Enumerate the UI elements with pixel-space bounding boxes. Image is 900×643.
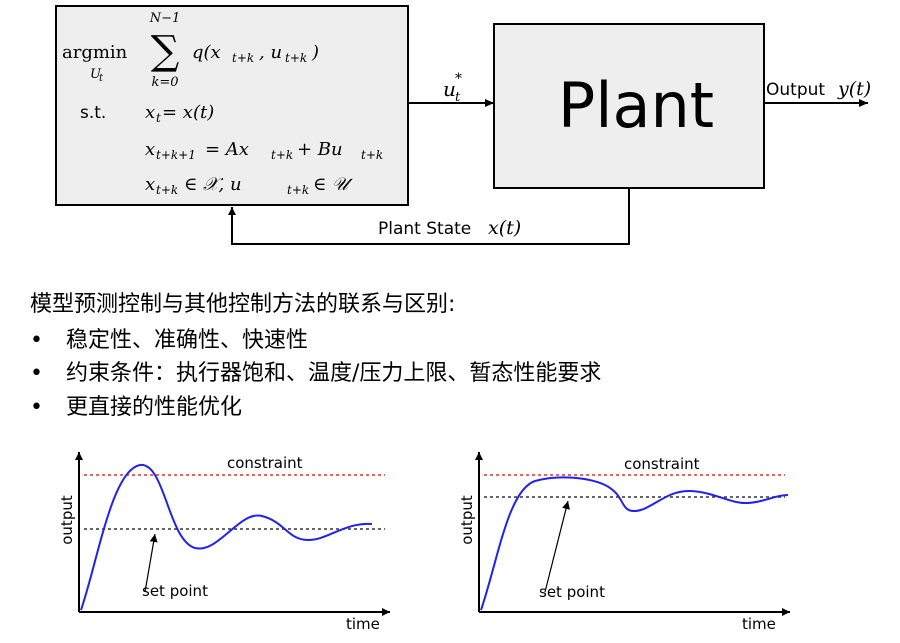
c1-rest: = x(t) xyxy=(162,102,214,123)
bullet-marker: • xyxy=(30,361,43,386)
left-plot: constraint set point time output xyxy=(58,452,390,633)
sum-bottom: k=0 xyxy=(151,75,178,90)
bullet-text-2: 约束条件：执行器饱和、温度/压力上限、暂态性能要求 xyxy=(66,361,602,386)
feedback-var: x(t) xyxy=(488,217,521,239)
right-plot: constraint set point time output xyxy=(458,452,790,633)
bullet-item-2: • 约束条件：执行器饱和、温度/压力上限、暂态性能要求 xyxy=(30,355,601,387)
cost-end: ) xyxy=(311,42,319,63)
constraint-1: x t = x(t) xyxy=(145,102,214,125)
bullet-text-3: 更直接的性能优化 xyxy=(66,395,243,420)
c2-sub: t+k+1 xyxy=(156,148,196,162)
c3-sub2: t+k xyxy=(287,183,309,197)
c2-x: x xyxy=(145,139,155,160)
argmin-label: argmin xyxy=(62,42,128,63)
plant-label: Plant xyxy=(558,69,714,142)
argmin-sub: U xyxy=(90,67,102,82)
c3-sub: t+k xyxy=(156,183,178,197)
st-label: s.t. xyxy=(80,103,106,123)
optimization-problem: argmin U t N−1 ∑ k=0 q(x t+k , u t+k ) s… xyxy=(62,11,383,197)
c1-sub: t xyxy=(156,111,161,125)
c3-x: x xyxy=(145,174,155,195)
cost-start: q(x xyxy=(192,42,221,63)
c2-sub3: t+k xyxy=(361,148,383,162)
mpc-comparison-heading: 模型预测控制与其他控制方法的联系与区别: xyxy=(30,292,456,317)
left-xlabel: time xyxy=(346,615,380,633)
cost-function: q(x t+k , u t+k ) xyxy=(192,42,319,65)
plant-box xyxy=(493,23,765,189)
control-signal-sub: t xyxy=(455,90,461,105)
output-var: y(t) xyxy=(837,78,871,100)
left-ylabel: output xyxy=(58,495,76,545)
c2-sub2: t+k xyxy=(271,148,293,162)
right-constraint-label: constraint xyxy=(624,455,700,473)
left-setpoint-pointer xyxy=(144,533,158,593)
right-response-curve xyxy=(480,476,789,611)
cost-sub2: t+k xyxy=(285,51,307,65)
left-setpoint-label: set point xyxy=(142,582,208,600)
left-constraint-label: constraint xyxy=(227,454,303,472)
bullet-item-1: • 稳定性、准确性、快速性 xyxy=(30,322,308,354)
feedback-prefix: Plant State xyxy=(378,219,471,239)
constraint-3: x t+k ∈ 𝒳, u t+k ∈ 𝒰 xyxy=(145,174,353,197)
bullet-marker: • xyxy=(30,328,43,353)
control-signal-var: u xyxy=(443,77,456,101)
bullet-text-1: 稳定性、准确性、快速性 xyxy=(66,328,309,353)
c1-x: x xyxy=(145,102,155,123)
sum-top: N−1 xyxy=(149,11,181,26)
argmin-sub-t: t xyxy=(99,73,104,84)
sum-symbol: ∑ xyxy=(151,28,180,74)
right-ylabel: output xyxy=(458,495,476,545)
cost-sub1: t+k xyxy=(232,51,254,65)
bullet-item-3: • 更直接的性能优化 xyxy=(30,389,242,421)
c2-mid: = Ax xyxy=(205,139,249,160)
control-signal-sup: * xyxy=(455,71,462,87)
feedback-path xyxy=(228,188,630,245)
left-response-curve xyxy=(80,463,373,611)
cost-mid: , u xyxy=(259,42,282,63)
c3-mid: ∈ 𝒳, u xyxy=(184,174,242,195)
right-setpoint-pointer xyxy=(544,500,570,593)
right-xlabel: time xyxy=(742,615,776,633)
c3-end: ∈ 𝒰 xyxy=(313,174,353,195)
c2-mid2: + Bu xyxy=(297,139,343,160)
controller-box xyxy=(55,5,409,206)
control-signal-label: u t * xyxy=(443,71,462,105)
constraint-2: x t+k+1 = Ax t+k + Bu t+k xyxy=(145,139,383,162)
output-prefix: Output xyxy=(766,80,825,100)
right-setpoint-label: set point xyxy=(539,583,605,601)
bullet-marker: • xyxy=(30,395,43,420)
